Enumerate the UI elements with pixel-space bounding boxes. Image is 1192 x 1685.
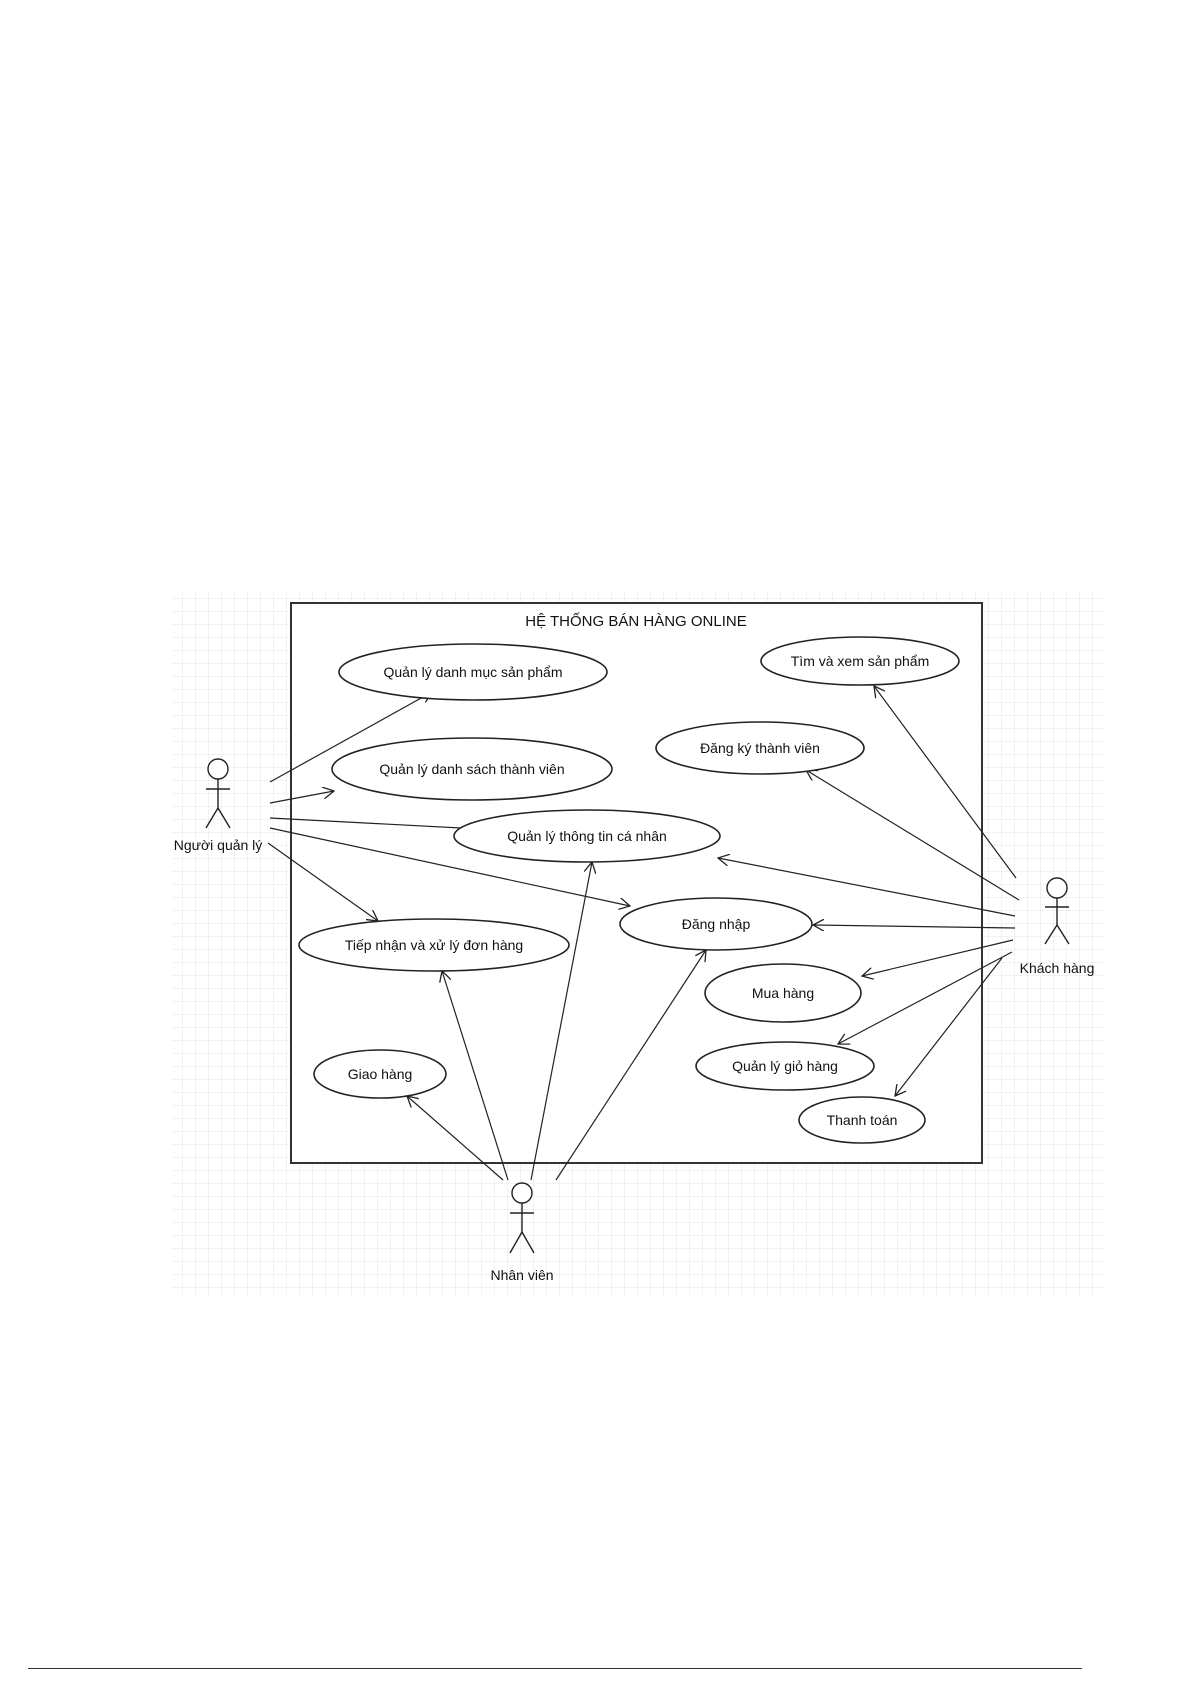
- actor-head: [1047, 878, 1067, 898]
- use-case-login[interactable]: Đăng nhập: [620, 898, 812, 950]
- use-case-label: Đăng ký thành viên: [700, 740, 820, 756]
- actor-customer-label: Khách hàng: [1020, 960, 1095, 976]
- actor-head: [208, 759, 228, 779]
- use-case-label: Quản lý danh sách thành viên: [379, 761, 564, 777]
- page-footer-rule: [28, 1668, 1082, 1669]
- use-case-label: Giao hàng: [348, 1066, 413, 1082]
- use-case-label: Tìm và xem sản phẩm: [791, 653, 930, 669]
- use-case-checkout[interactable]: Thanh toán: [799, 1097, 925, 1143]
- actor-manager-label: Người quản lý: [174, 837, 263, 853]
- use-case-manage-members[interactable]: Quản lý danh sách thành viên: [332, 738, 612, 800]
- use-case-manage-cart[interactable]: Quản lý giỏ hàng: [696, 1042, 874, 1090]
- actor-head: [512, 1183, 532, 1203]
- use-case-process-orders[interactable]: Tiếp nhận và xử lý đơn hàng: [299, 919, 569, 971]
- use-case-register[interactable]: Đăng ký thành viên: [656, 722, 864, 774]
- use-case-label: Quản lý thông tin cá nhân: [507, 828, 667, 844]
- use-case-search-products[interactable]: Tìm và xem sản phẩm: [761, 637, 959, 685]
- use-case-manage-profile[interactable]: Quản lý thông tin cá nhân: [454, 810, 720, 862]
- use-case-label: Đăng nhập: [682, 916, 751, 932]
- system-title: HỆ THỐNG BÁN HÀNG ONLINE: [525, 612, 746, 630]
- use-case-buy[interactable]: Mua hàng: [705, 964, 861, 1022]
- use-case-label: Mua hàng: [752, 985, 814, 1001]
- use-case-label: Thanh toán: [827, 1112, 898, 1128]
- use-case-label: Quản lý giỏ hàng: [732, 1058, 838, 1074]
- use-case-delivery[interactable]: Giao hàng: [314, 1050, 446, 1098]
- actor-staff-label: Nhân viên: [490, 1267, 553, 1283]
- use-case-label: Tiếp nhận và xử lý đơn hàng: [345, 937, 523, 953]
- use-case-label: Quản lý danh mục sản phẩm: [384, 664, 563, 680]
- use-case-manage-categories[interactable]: Quản lý danh mục sản phẩm: [339, 644, 607, 700]
